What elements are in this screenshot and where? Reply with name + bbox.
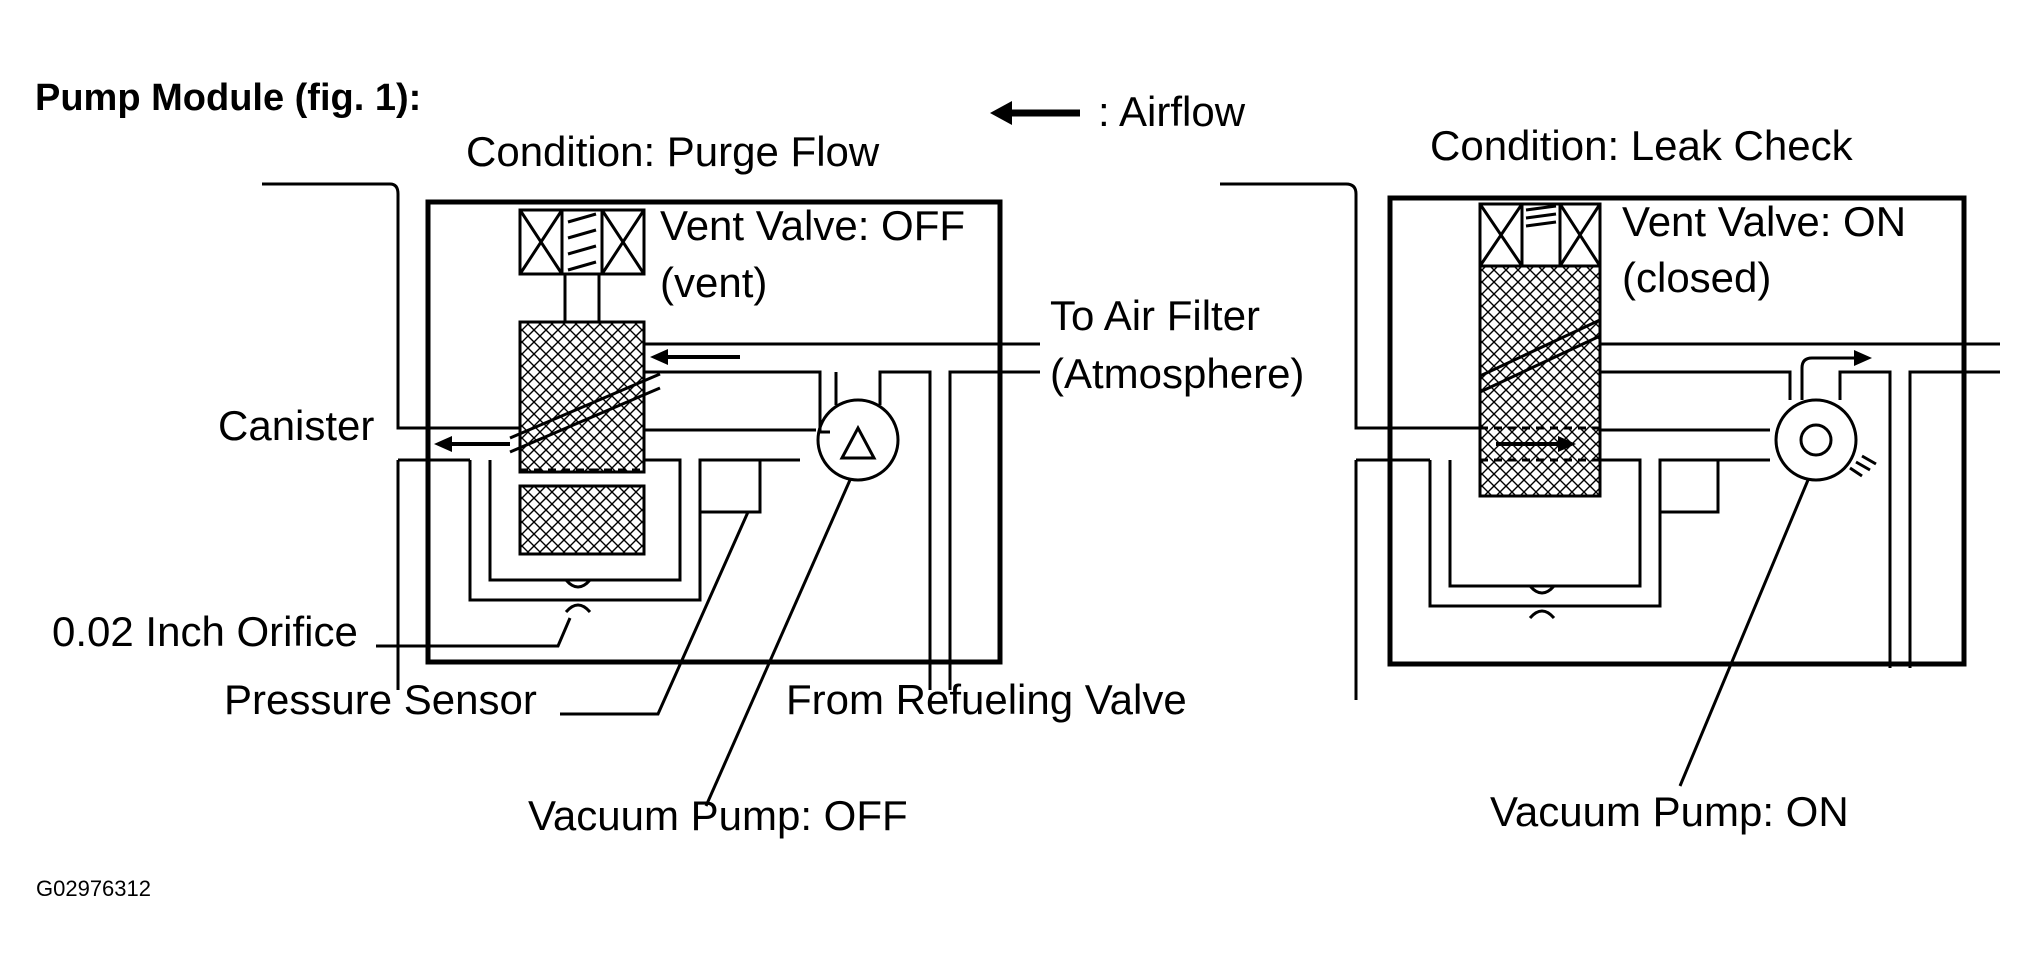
left-valve-lower-spool — [518, 484, 646, 556]
right-vacuum-pump-label: Vacuum Pump: ON — [1490, 788, 1849, 835]
left-refueling-valve-label: From Refueling Valve — [786, 676, 1187, 723]
left-vacuum-pump-leader — [704, 479, 852, 807]
left-air-filter-label-2: (Atmosphere) — [1050, 350, 1304, 397]
left-valve-passage — [509, 372, 661, 440]
right-vacuum-pump-leader — [1678, 479, 1810, 787]
left-condition-label: Condition: Purge Flow — [466, 128, 880, 175]
right-refueling-pipe-2 — [1908, 370, 2000, 668]
left-vacuum-pump-label: Vacuum Pump: OFF — [528, 792, 908, 839]
airflow-legend: : Airflow — [990, 88, 1246, 135]
left-airflow-arrowhead-1-icon — [650, 349, 668, 365]
page-title: Pump Module (fig. 1): — [35, 77, 421, 119]
right-orifice-lower-icon — [1528, 609, 1556, 620]
left-module-box — [425, 199, 1003, 665]
right-airflow-arrowhead-2-icon — [1558, 436, 1576, 452]
right-airflow-arrow-1 — [1800, 356, 1860, 400]
left-diagram-purge-flow: Condition: Purge Flow — [52, 128, 1304, 839]
right-valve-spool — [1478, 264, 1602, 498]
left-pressure-sensor-box — [698, 458, 762, 514]
left-solenoid-coil — [518, 208, 646, 324]
left-refueling-pipe-2 — [948, 370, 1040, 690]
left-orifice-lower-icon — [564, 603, 592, 614]
left-vent-valve-label-1: Vent Valve: OFF — [660, 202, 965, 249]
right-vacuum-pump-on-icon — [1799, 423, 1833, 457]
left-vent-valve-label-2: (vent) — [660, 259, 767, 306]
right-canister-pipe-top — [1220, 182, 1488, 430]
figure-code: G02976312 — [36, 876, 151, 901]
right-module-box — [1387, 195, 1967, 667]
right-vent-valve-label-2: (closed) — [1622, 254, 1771, 301]
airflow-legend-label: : Airflow — [1098, 88, 1246, 135]
right-orifice-upper-icon — [1528, 584, 1556, 595]
left-pressure-sensor-leader — [560, 511, 750, 716]
right-valve-passage — [1479, 318, 1601, 378]
left-air-filter-label-1: To Air Filter — [1050, 292, 1260, 339]
right-vent-valve-label-1: Vent Valve: ON — [1622, 198, 1906, 245]
left-pressure-sensor-label: Pressure Sensor — [224, 676, 537, 723]
left-airflow-arrowhead-2-icon — [434, 436, 452, 452]
right-refueling-pipe-1 — [1838, 370, 1892, 668]
right-solenoid-coil — [1478, 202, 1602, 268]
airflow-arrowhead-icon — [990, 101, 1012, 125]
left-vacuum-pump-off-icon — [839, 424, 877, 460]
left-canister-pipe-top — [262, 182, 532, 430]
right-vacuum-pump-circle — [1774, 398, 1858, 482]
left-orifice-leader — [376, 617, 572, 648]
left-orifice-upper-icon — [564, 578, 592, 589]
left-air-filter-pipe-bottom — [644, 370, 830, 434]
right-condition-label: Condition: Leak Check — [1430, 122, 1854, 169]
right-air-filter-pipe-bottom — [1600, 370, 1792, 400]
left-vacuum-pump-circle — [816, 398, 900, 482]
right-pump-vibration-icon — [1849, 454, 1877, 478]
left-refueling-pipe-1 — [878, 370, 932, 690]
right-diagram-leak-check: Condition: Leak Check — [1220, 122, 2000, 835]
left-orifice-label: 0.02 Inch Orifice — [52, 608, 358, 655]
left-canister-label: Canister — [218, 402, 374, 449]
right-pressure-sensor-box — [1658, 458, 1720, 514]
left-valve-spool — [518, 320, 646, 474]
right-airflow-arrowhead-1-icon — [1854, 350, 1872, 366]
